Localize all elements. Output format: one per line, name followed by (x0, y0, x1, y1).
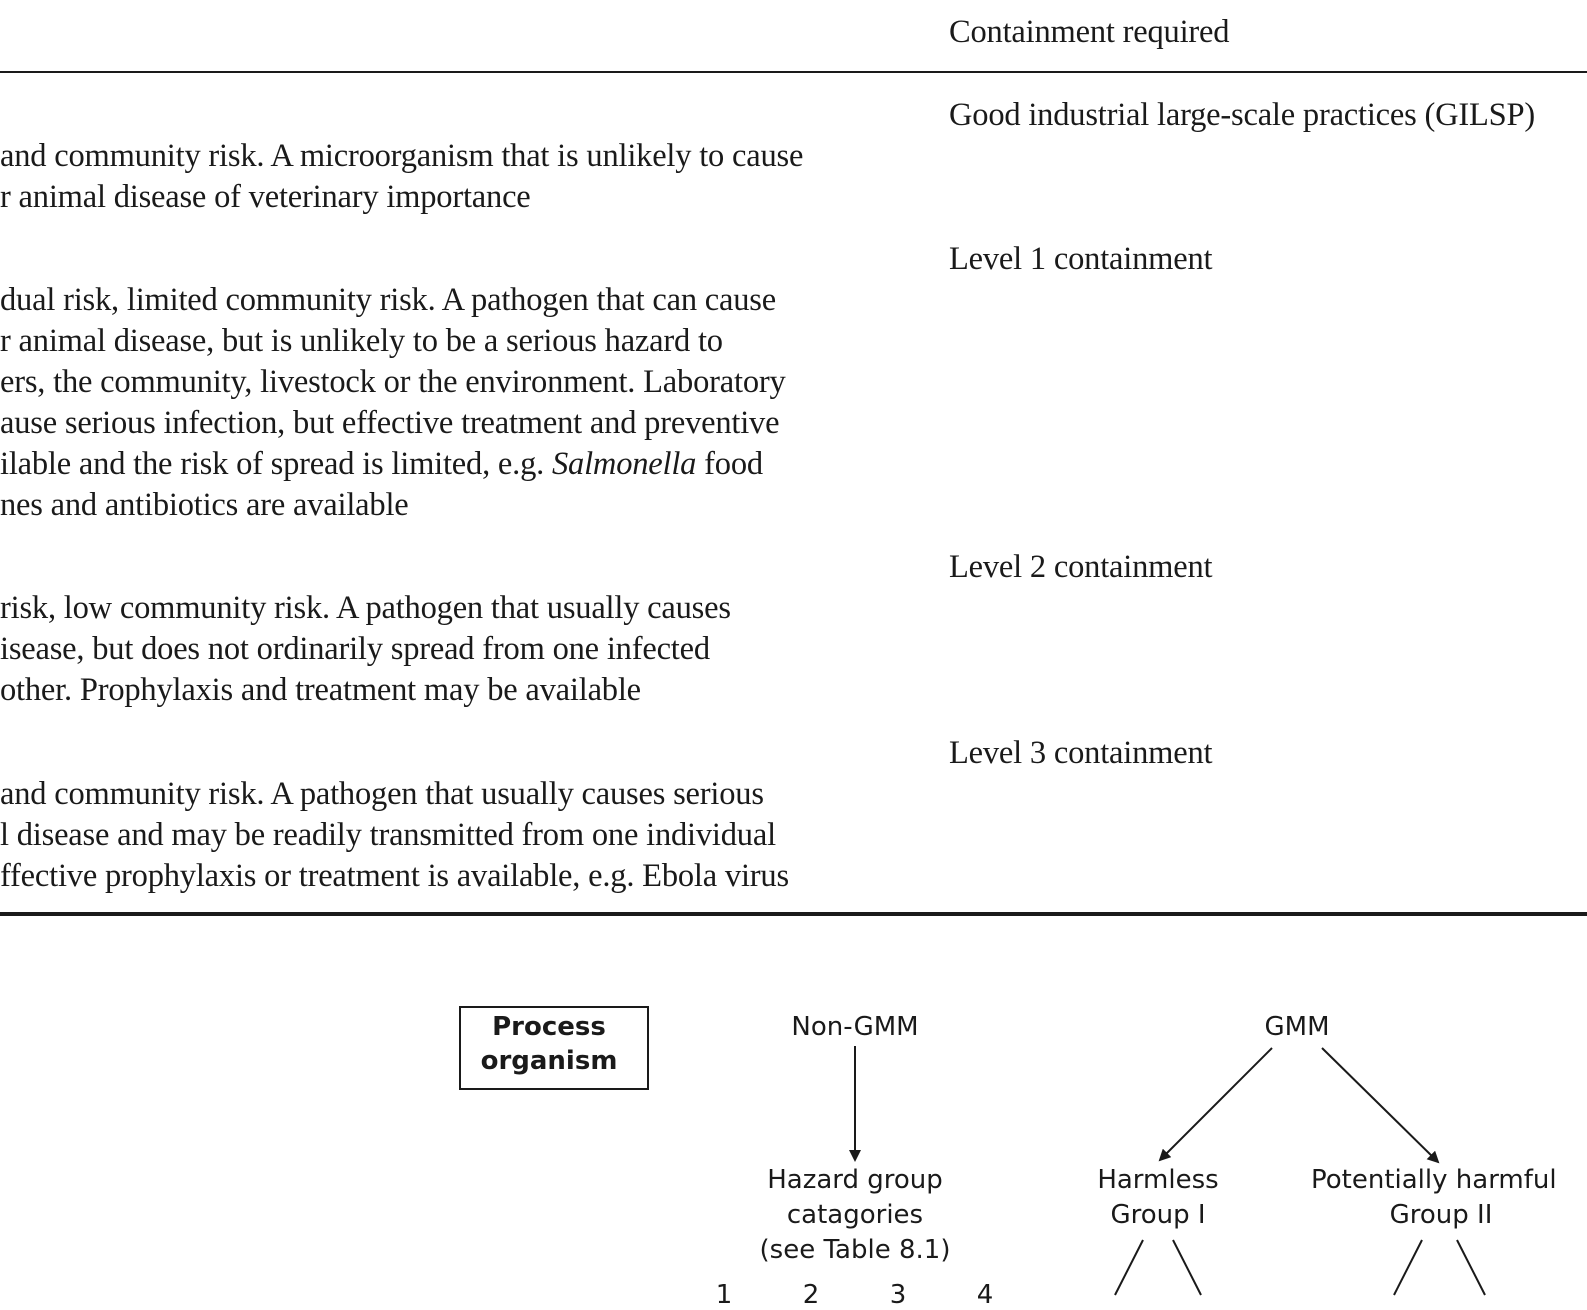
description-text: ilable and the risk of spread is limited… (0, 446, 552, 482)
description-line: nes and antibiotics are available (0, 487, 409, 524)
gmm-node: GMM (1264, 1012, 1330, 1042)
hazard-node-line-3: (see Table 8.1) (759, 1235, 951, 1265)
description-text: risk, low community risk. A pathogen tha… (0, 590, 731, 626)
harmful-node-line-1: Potentially harmful (1311, 1165, 1557, 1195)
description-text: dual risk, limited community risk. A pat… (0, 282, 776, 318)
description-line: isease, but does not ordinarily spread f… (0, 631, 710, 668)
harmless-node-line-2: Group I (1110, 1200, 1206, 1230)
hazard-node-line-2: catagories (786, 1200, 924, 1230)
containment-level-3: Level 3 containment (949, 735, 1213, 771)
description-line: and community risk. A pathogen that usua… (0, 776, 764, 813)
hazard-number-2: 2 (802, 1280, 820, 1310)
hazard-number-3: 3 (889, 1280, 907, 1310)
description-text: other. Prophylaxis and treatment may be … (0, 672, 641, 708)
branch-harmless-left (1114, 1239, 1144, 1296)
hazard-number-4: 4 (976, 1280, 994, 1310)
description-text: nes and antibiotics are available (0, 487, 409, 523)
arrow-gmm-to-harmful (1321, 1047, 1440, 1164)
description-line: ilable and the risk of spread is limited… (0, 446, 763, 483)
containment-gilsp: Good industrial large-scale practices (G… (949, 97, 1536, 133)
description-line: ause serious infection, but effective tr… (0, 405, 780, 442)
containment-level-2: Level 2 containment (949, 549, 1213, 585)
non-gmm-node: Non-GMM (791, 1012, 919, 1042)
harmless-node-line-1: Harmless (1097, 1165, 1219, 1195)
description-text: food (696, 446, 763, 482)
description-text: isease, but does not ordinarily spread f… (0, 631, 710, 667)
process-label-line-2: organism (480, 1046, 618, 1076)
description-line: risk, low community risk. A pathogen tha… (0, 590, 731, 627)
description-text: and community risk. A pathogen that usua… (0, 776, 764, 812)
description-text: ause serious infection, but effective tr… (0, 405, 780, 441)
description-text: l disease and may be readily transmitted… (0, 817, 776, 853)
italic-term: Salmonella (552, 446, 697, 482)
description-text: and community risk. A microorganism that… (0, 138, 804, 174)
description-line: dual risk, limited community risk. A pat… (0, 282, 776, 319)
description-line: l disease and may be readily transmitted… (0, 817, 776, 854)
description-line: r animal disease of veterinary importanc… (0, 179, 531, 216)
description-text: ffective prophylaxis or treatment is ava… (0, 858, 789, 894)
description-line: r animal disease, but is unlikely to be … (0, 323, 723, 360)
description-text: r animal disease, but is unlikely to be … (0, 323, 723, 359)
description-line: ffective prophylaxis or treatment is ava… (0, 858, 789, 895)
process-organism-box (459, 1006, 649, 1090)
description-line: and community risk. A microorganism that… (0, 138, 803, 175)
table-bottom-rule (0, 912, 1587, 916)
hazard-node-line-1: Hazard group (767, 1165, 943, 1195)
description-line: other. Prophylaxis and treatment may be … (0, 672, 641, 709)
containment-level-1: Level 1 containment (949, 241, 1213, 277)
branch-harmless-right (1172, 1239, 1202, 1296)
arrow-gmm-to-harmless (1158, 1047, 1273, 1162)
containment-column-header: Containment required (949, 14, 1230, 50)
branch-harmful-left (1393, 1239, 1423, 1296)
hazard-number-1: 1 (715, 1280, 733, 1310)
description-text: ers, the community, livestock or the env… (0, 364, 786, 400)
description-text: r animal disease of veterinary importanc… (0, 179, 531, 215)
header-rule (0, 71, 1587, 73)
process-label-line-1: Process (492, 1012, 606, 1042)
harmful-node-line-2: Group II (1389, 1200, 1493, 1230)
branch-harmful-right (1456, 1239, 1486, 1296)
description-line: ers, the community, livestock or the env… (0, 364, 786, 401)
